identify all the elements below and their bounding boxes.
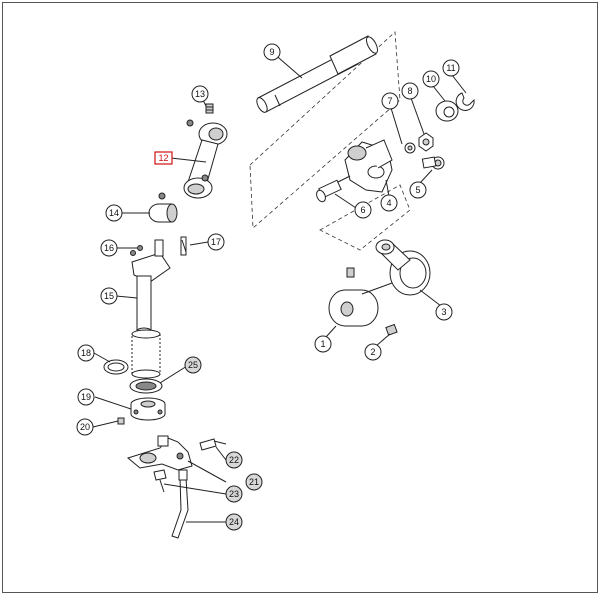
svg-text:18: 18	[81, 348, 91, 358]
callout-18[interactable]: 18	[77, 344, 95, 362]
part-18-ring[interactable]	[103, 359, 129, 375]
part-25-washer[interactable]	[129, 378, 163, 394]
callout-15[interactable]: 15	[100, 287, 118, 305]
part-11-retaining-ring[interactable]	[455, 92, 475, 111]
callout-5[interactable]: 5	[409, 181, 427, 199]
svg-text:16: 16	[104, 243, 114, 253]
callout-1[interactable]: 1	[314, 335, 332, 353]
callout-21[interactable]: 21	[245, 473, 263, 491]
svg-text:1: 1	[320, 339, 325, 349]
part-10-washer[interactable]	[435, 100, 459, 122]
part-2-screw[interactable]	[385, 323, 398, 336]
svg-text:6: 6	[360, 205, 365, 215]
svg-text:25: 25	[188, 360, 198, 370]
callout-6[interactable]: 6	[354, 201, 372, 219]
part-3-eccentric[interactable]	[375, 239, 431, 296]
callout-2[interactable]: 2	[364, 343, 382, 361]
callout-22[interactable]: 22	[225, 451, 243, 469]
part-16-screw[interactable]	[137, 245, 143, 251]
svg-text:3: 3	[441, 307, 446, 317]
callout-25[interactable]: 25	[184, 356, 202, 374]
callout-11[interactable]: 11	[442, 59, 460, 77]
bushing[interactable]	[131, 329, 161, 379]
callout-20[interactable]: 20	[76, 418, 94, 436]
part-15-rod[interactable]	[130, 239, 171, 335]
callout-24[interactable]: 24	[225, 513, 243, 531]
svg-text:17: 17	[211, 237, 221, 247]
part-4-bracket[interactable]	[344, 139, 393, 193]
svg-text:19: 19	[81, 392, 91, 402]
part-24-hook[interactable]	[171, 469, 189, 539]
svg-text:2: 2	[370, 347, 375, 357]
svg-text:8: 8	[407, 86, 412, 96]
part-19-collar[interactable]	[130, 397, 166, 421]
part-6-stud[interactable]	[315, 175, 351, 203]
part-23-screw[interactable]	[153, 469, 167, 493]
part-13-set-screw[interactable]	[205, 103, 214, 114]
svg-text:20: 20	[80, 422, 90, 432]
svg-text:7: 7	[387, 96, 392, 106]
svg-text:21: 21	[249, 477, 259, 487]
part-9-shaft[interactable]	[255, 35, 380, 114]
callout-19[interactable]: 19	[77, 388, 95, 406]
callout-10[interactable]: 10	[422, 70, 440, 88]
svg-text:23: 23	[229, 489, 239, 499]
callout-8[interactable]: 8	[401, 82, 419, 100]
part-14-collar[interactable]	[148, 192, 178, 223]
svg-text:4: 4	[386, 198, 391, 208]
callout-12[interactable]: 12	[154, 151, 173, 165]
svg-text:12: 12	[158, 153, 168, 163]
part-22-screw[interactable]	[199, 438, 227, 451]
svg-text:24: 24	[229, 517, 239, 527]
callout-14[interactable]: 14	[105, 204, 123, 222]
callout-23[interactable]: 23	[225, 485, 243, 503]
svg-text:11: 11	[446, 63, 455, 73]
callout-17[interactable]: 17	[207, 233, 225, 251]
callout-13[interactable]: 13	[191, 85, 209, 103]
part-5-screw[interactable]	[421, 156, 445, 170]
part-17-pin[interactable]	[180, 236, 187, 256]
callout-7[interactable]: 7	[381, 92, 399, 110]
assembly-outline	[249, 31, 411, 251]
part-12-crank-arm[interactable]	[183, 119, 228, 199]
part-21-lever[interactable]	[126, 435, 193, 471]
svg-text:9: 9	[269, 47, 274, 57]
svg-text:15: 15	[104, 291, 114, 301]
svg-text:22: 22	[229, 455, 239, 465]
callout-4[interactable]: 4	[380, 194, 398, 212]
callout-9[interactable]: 9	[263, 43, 281, 61]
leader-lines	[92, 51, 467, 523]
part-8-nut[interactable]	[418, 132, 434, 152]
part-20-screw[interactable]	[117, 417, 125, 425]
svg-text:5: 5	[415, 185, 420, 195]
callout-16[interactable]: 16	[100, 239, 118, 257]
part-7-washer[interactable]	[404, 142, 416, 154]
svg-text:14: 14	[109, 208, 119, 218]
callout-3[interactable]: 3	[435, 303, 453, 321]
part-1-cam[interactable]	[328, 267, 379, 327]
svg-text:10: 10	[426, 74, 436, 84]
svg-text:13: 13	[195, 89, 205, 99]
